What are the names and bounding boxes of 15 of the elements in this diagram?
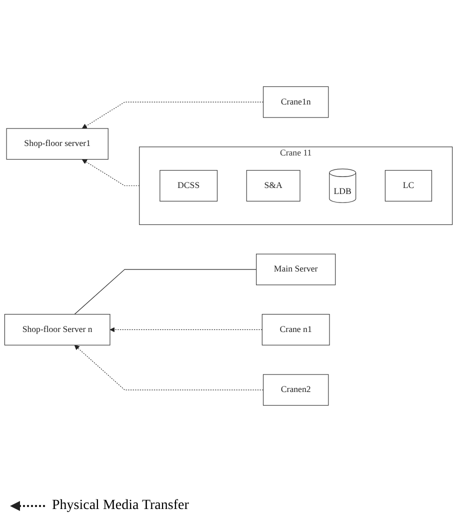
node-box: LC (384, 170, 432, 202)
node-box: S&A (246, 170, 300, 202)
arrow (110, 327, 262, 332)
node-box: Crane1n (262, 86, 329, 118)
arrow (74, 344, 264, 390)
node-box: Shop-floor server1 (6, 128, 108, 160)
arrow (82, 159, 140, 186)
legend-text: Physical Media Transfer (52, 498, 189, 514)
arrow (82, 102, 264, 129)
node-box: Cranen2 (262, 374, 329, 406)
node-box: Shop-floor Server n (4, 314, 110, 346)
connector (74, 269, 257, 315)
node-box: Crane n1 (262, 314, 330, 346)
node-box: DCSS (160, 170, 218, 202)
node-box: Main Server (256, 254, 336, 286)
